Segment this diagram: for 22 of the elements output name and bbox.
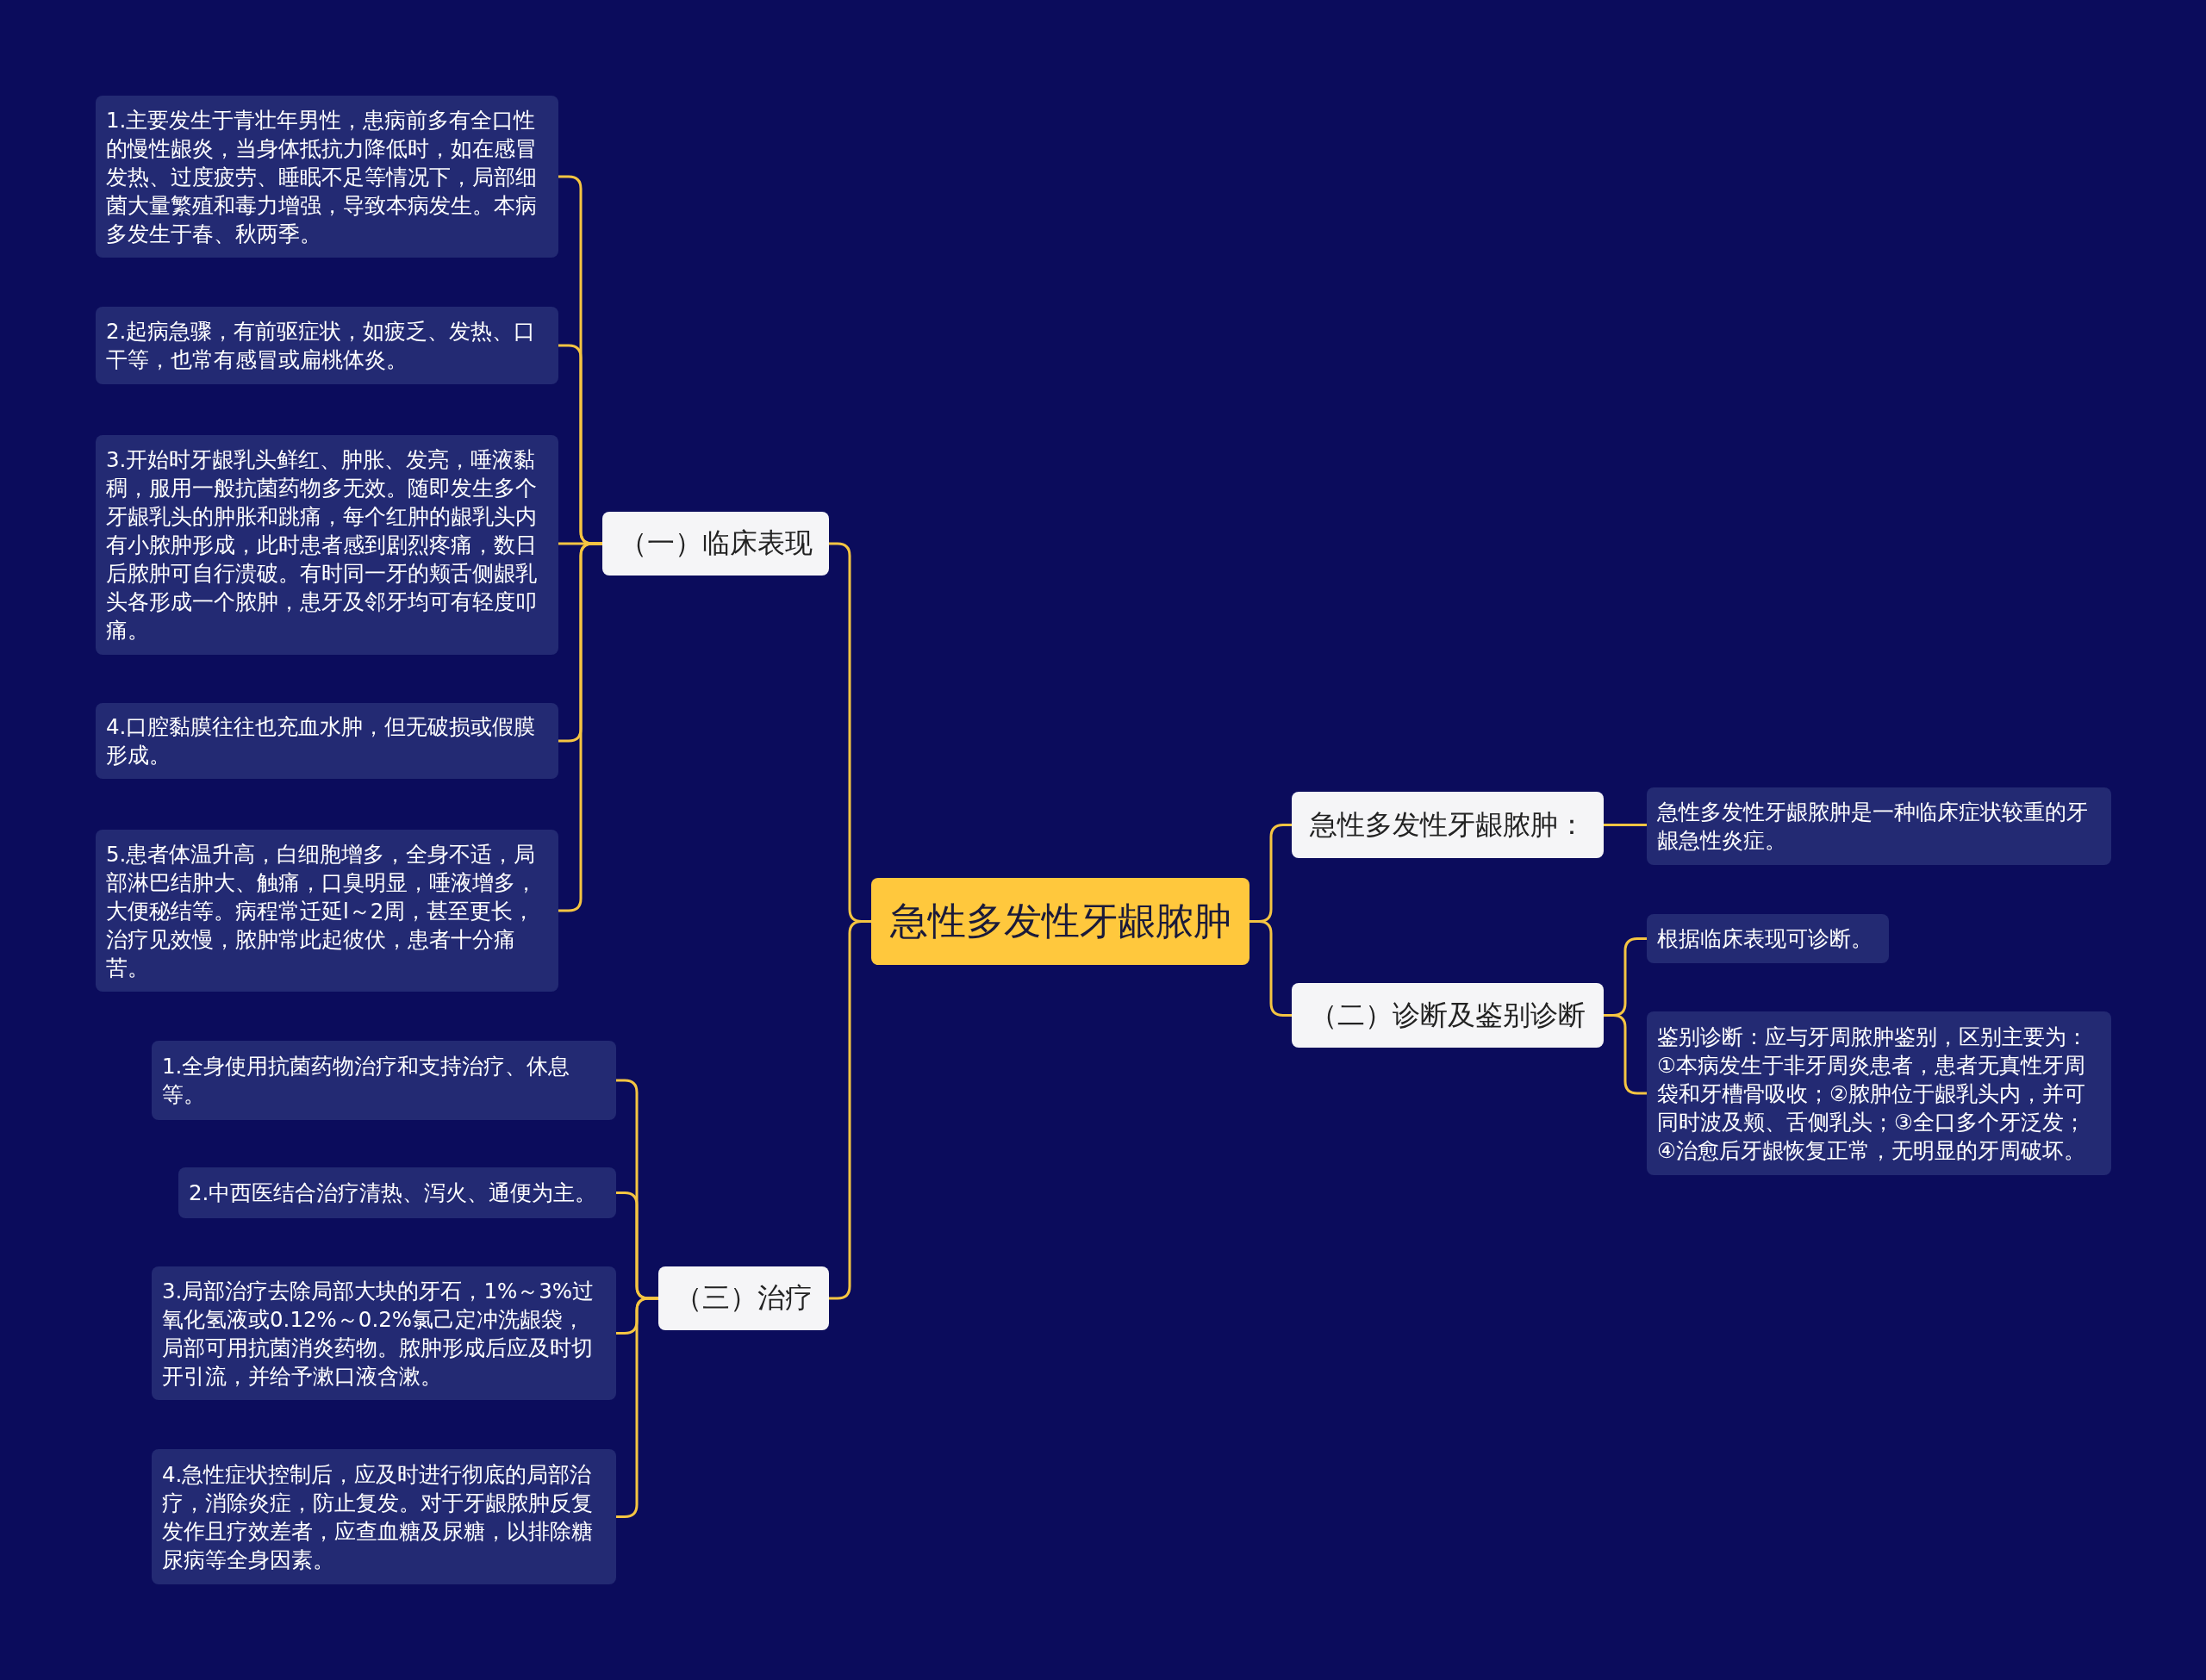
note-box: 3.开始时牙龈乳头鲜红、肿胀、发亮，唾液黏稠，服用一般抗菌药物多无效。随即发生多个牙龈乳头的肿胀和跳痛，每个红肿的龈乳头内有小脓肿形成，此时患者感到剧烈疼痛，数日后脓肿可自行溃破。有时同一牙的颊舌侧龈乳头各形成一个脓肿，患牙及邻牙均可有轻度叩痛。 xyxy=(96,435,558,655)
note-box: 1.全身使用抗菌药物治疗和支持治疗、休息等。 xyxy=(152,1041,616,1120)
connector xyxy=(1604,824,1647,826)
connector xyxy=(616,1297,658,1518)
topic-box: （三）治疗 xyxy=(658,1266,829,1330)
note-box: 2.起病急骤，有前驱症状，如疲乏、发热、口干等，也常有感冒或扁桃体炎。 xyxy=(96,307,558,384)
note-box: 3.局部治疗去除局部大块的牙石，1%～3%过氧化氢液或0.12%～0.2%氯己定冲洗龈袋，局部可用抗菌消炎药物。脓肿形成后应及时切开引流，并给予漱口液含漱。 xyxy=(152,1266,616,1400)
topic-box: （二）诊断及鉴别诊断 xyxy=(1292,983,1604,1048)
note-box: 5.患者体温升高，白细胞增多，全身不适，局部淋巴结肿大、触痛，口臭明显，唾液增多，大便秘结等。病程常迁延l～2周，甚至更长，治疗见效慢，脓肿常此起彼伏，患者十分痛苦。 xyxy=(96,830,558,992)
central-topic: 急性多发性牙龈脓肿 xyxy=(871,878,1249,965)
note-box: 根据临床表现可诊断。 xyxy=(1647,914,1889,963)
note-box: 2.中西医结合治疗清热、泻火、通便为主。 xyxy=(178,1167,616,1218)
topic-box: 急性多发性牙龈脓肿： xyxy=(1292,792,1604,858)
note-box: 急性多发性牙龈脓肿是一种临床症状较重的牙龈急性炎症。 xyxy=(1647,787,2111,865)
connector xyxy=(829,920,871,1300)
note-box: 4.急性症状控制后，应及时进行彻底的局部治疗，消除炎症，防止复发。对于牙龈脓肿反复发作且疗效差者，应查血糖及尿糖，以排除糖尿病等全身因素。 xyxy=(152,1449,616,1584)
topic-box: （一）临床表现 xyxy=(602,512,829,576)
note-box: 鉴别诊断：应与牙周脓肿鉴别，区别主要为：①本病发生于非牙周炎患者，患者无真性牙周袋和牙槽骨吸收；②脓肿位于龈乳头内，并可同时波及颊、舌侧乳头；③全口多个牙泛发；④治愈后牙龈恢复正常，无明显的牙周破坏。 xyxy=(1647,1011,2111,1175)
connector xyxy=(1604,1014,1647,1095)
note-box: 4.口腔黏膜往往也充血水肿，但无破损或假膜形成。 xyxy=(96,703,558,779)
note-box: 1.主要发生于青壮年男性，患病前多有全口性的慢性龈炎，当身体抵抗力降低时，如在感冒发热、过度疲劳、睡眠不足等情况下，局部细菌大量繁殖和毒力增强，导致本病发生。本病多发生于春、秋两季。 xyxy=(96,96,558,258)
connector xyxy=(1249,920,1292,1017)
